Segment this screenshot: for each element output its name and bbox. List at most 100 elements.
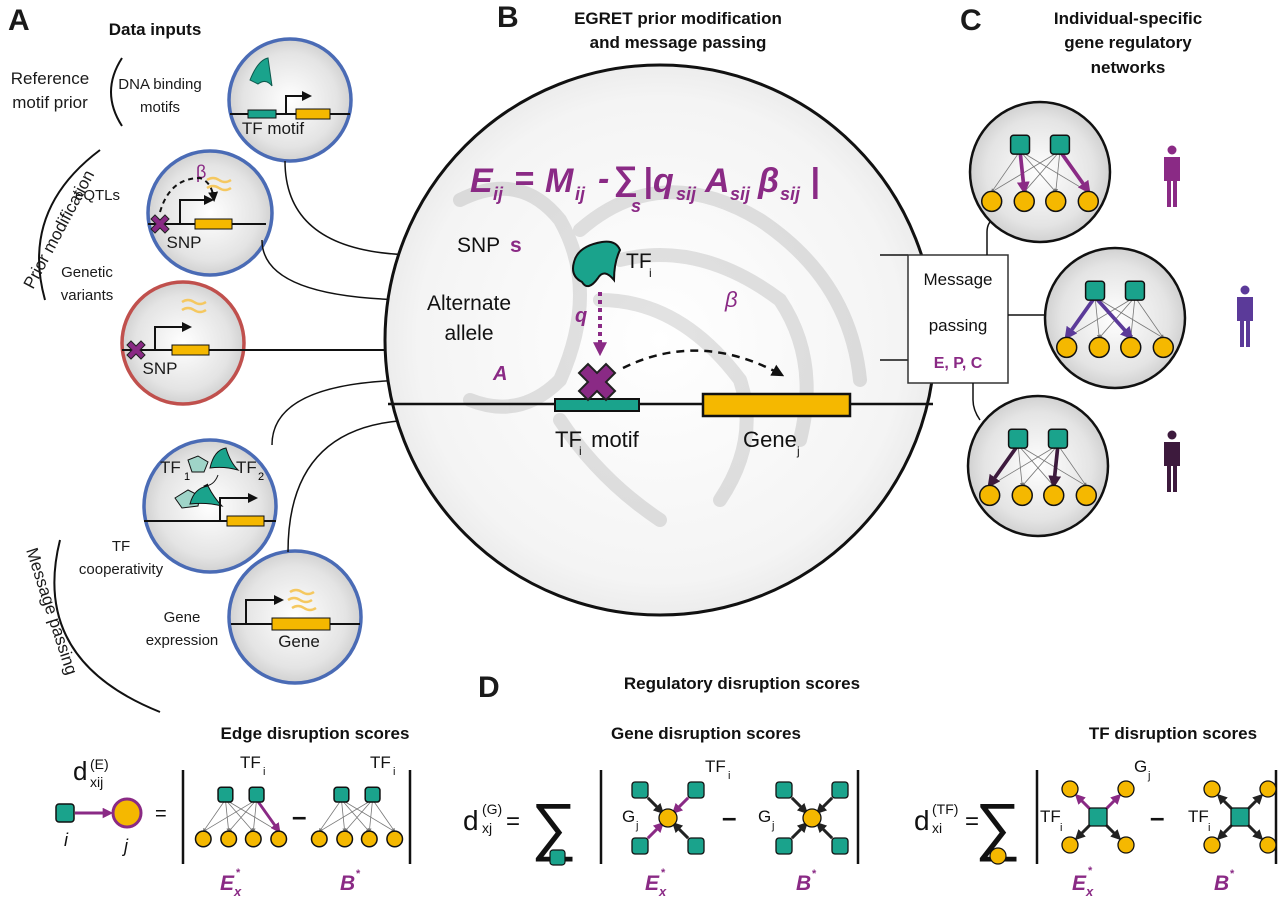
gene-d-sup: (G) xyxy=(482,801,502,817)
gene-node-icon xyxy=(980,190,1003,213)
tf-node-icon xyxy=(775,781,793,799)
gene-box xyxy=(701,392,852,418)
panel-a: A Data inputs Reference motif prior DNA … xyxy=(8,4,421,713)
tf-motif-box xyxy=(554,398,640,412)
eqtl-circle: β SNP xyxy=(146,149,274,277)
snp-var: s xyxy=(510,234,522,257)
egret-equation: E ij = M ij - ∑ s | q sij A sij β sij | xyxy=(470,160,820,216)
gene-node-icon xyxy=(1259,836,1277,854)
edge xyxy=(251,799,257,833)
panel-c-title-line2: gene regulatory xyxy=(1064,33,1192,52)
dna-binding-label-line1: DNA binding xyxy=(118,76,201,93)
message-box-line1: Message xyxy=(924,270,993,289)
edge-b-sup: * xyxy=(356,868,361,880)
edge-title: Edge disruption scores xyxy=(221,724,410,743)
edge xyxy=(989,444,1059,487)
panel-d: D Regulatory disruption scores Edge disr… xyxy=(55,671,1278,899)
edge xyxy=(1134,296,1164,339)
network-circle xyxy=(968,100,1112,244)
edge xyxy=(202,799,226,833)
gene-node-icon xyxy=(658,808,678,828)
alternate-allele-line2: allele xyxy=(444,322,493,345)
edge-d: d xyxy=(73,756,87,786)
person-icon xyxy=(1164,145,1180,207)
tf2-sub: 2 xyxy=(258,471,264,483)
tf-node-icon xyxy=(1007,428,1029,449)
tf-sub: i xyxy=(649,266,652,280)
tf-equals: = xyxy=(965,808,979,835)
gene-node-icon xyxy=(220,830,238,848)
gene-ex-label: E xyxy=(645,872,660,895)
edge-ex-label: E xyxy=(220,872,235,895)
edge xyxy=(1057,444,1087,487)
tf-node-icon xyxy=(775,837,793,855)
edge xyxy=(225,799,254,833)
edge xyxy=(341,799,370,833)
star-edge xyxy=(1104,793,1122,811)
eq-m-sub: ij xyxy=(575,184,586,204)
promoter-arrow-icon xyxy=(285,91,312,114)
gene-node-icon xyxy=(1011,484,1033,507)
panel-d-title: Regulatory disruption scores xyxy=(624,674,860,693)
network-circle xyxy=(966,394,1110,538)
star-edge xyxy=(646,796,665,815)
star-edge xyxy=(815,796,834,815)
gene-node-icon xyxy=(360,830,378,848)
edge-tf-sub-left: i xyxy=(263,766,265,778)
tf-d-sub: xi xyxy=(932,820,942,836)
gene-node-icon xyxy=(336,830,354,848)
tf2-label: TF xyxy=(236,458,257,477)
highlighted-edge xyxy=(1064,295,1097,341)
alternate-allele-line1: Alternate xyxy=(427,292,511,315)
panel-c-title-line1: Individual-specific xyxy=(1054,9,1202,28)
gene-expression-label-line2: expression xyxy=(146,632,219,649)
message-passing-arc xyxy=(53,539,161,713)
edge-ex-network xyxy=(194,786,288,848)
gene-node-icon xyxy=(802,808,822,828)
tf-node-icon xyxy=(831,781,849,799)
tf-node-icon xyxy=(631,781,649,799)
tf-cooperativity-circle: TF 1 TF 2 xyxy=(142,438,278,574)
tf-node-icon xyxy=(831,837,849,855)
edge xyxy=(341,799,396,832)
tf-b-star xyxy=(1203,780,1277,854)
tf-d-sup: (TF) xyxy=(932,801,958,817)
gene-node-icon xyxy=(386,830,404,848)
edge-ex-sub: x xyxy=(233,884,242,899)
genetic-variant-circle: SNP xyxy=(120,280,420,406)
tf-node-icon xyxy=(1009,134,1031,155)
highlighted-edge xyxy=(1016,150,1030,195)
tf-ex-sub: x xyxy=(1085,884,1094,899)
panel-b-letter: B xyxy=(497,1,519,34)
edge xyxy=(1098,296,1136,339)
tf-b-label: B xyxy=(1214,872,1229,895)
star-edge xyxy=(1216,823,1234,841)
variant-snp-label: SNP xyxy=(143,359,178,378)
tf-cooperativity-label-line2: cooperativity xyxy=(79,561,164,578)
gene-equals: = xyxy=(506,808,520,835)
gene-node-icon xyxy=(1152,336,1175,359)
gene-g-label-right: G xyxy=(758,807,771,826)
tf-node-icon xyxy=(631,837,649,855)
tf1-sub: 1 xyxy=(184,471,190,483)
snp-x-icon xyxy=(126,340,146,360)
edge xyxy=(1094,296,1164,339)
highlighted-edge xyxy=(1058,149,1091,195)
sum-gene-node-icon xyxy=(989,847,1007,865)
gene-j-sub: j xyxy=(796,444,800,458)
gene-d-sub: xj xyxy=(482,820,492,836)
tf-tf-label-right: TF xyxy=(1188,807,1209,826)
tf-title: TF disruption scores xyxy=(1089,724,1257,743)
edge xyxy=(991,150,1021,193)
eq-e-sub: ij xyxy=(493,184,504,204)
sum-tf-node-icon xyxy=(549,849,566,866)
panel-b-title-line1: EGRET prior modification xyxy=(574,9,782,28)
node-i-label: i xyxy=(64,830,69,850)
edge xyxy=(1019,150,1089,193)
panel-b-title-line2: and message passing xyxy=(590,33,767,52)
edge xyxy=(228,799,257,833)
edge xyxy=(318,799,373,832)
tf1-shape-icon xyxy=(187,455,209,473)
panel-a-title: Data inputs xyxy=(109,20,202,39)
